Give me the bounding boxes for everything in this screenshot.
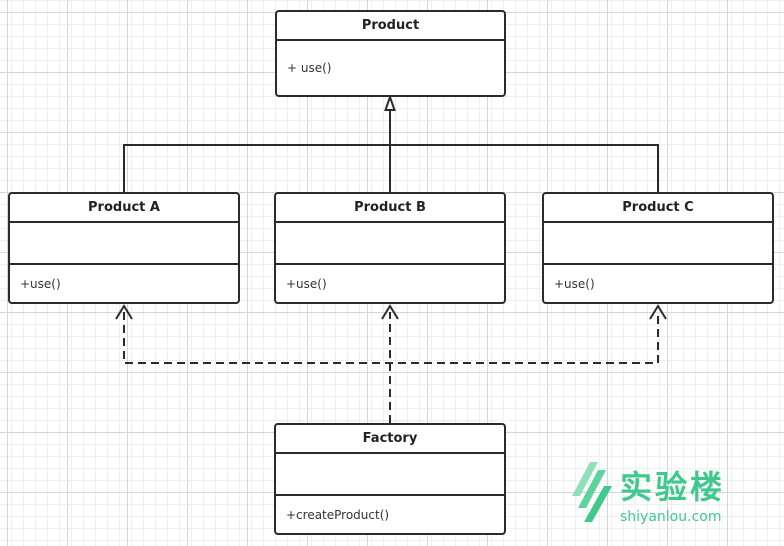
class-name: Factory (276, 425, 504, 454)
class-attributes (276, 223, 504, 265)
class-product-a[interactable]: Product A +use() (8, 192, 240, 304)
class-name: Product B (276, 194, 504, 223)
dependency-line (123, 312, 659, 423)
dependency-arrowhead-b (381, 304, 399, 320)
inheritance-arrowhead (384, 93, 396, 111)
class-name: Product C (544, 194, 772, 223)
inheritance-line (123, 110, 659, 192)
class-attributes (276, 454, 504, 496)
class-operation: +use() (286, 276, 327, 291)
class-product-b[interactable]: Product B +use() (274, 192, 506, 304)
class-name: Product (277, 12, 504, 41)
class-operation: +createProduct() (286, 507, 390, 522)
dependency-arrowhead-c (649, 304, 667, 320)
dependency-arrowhead-a (115, 304, 133, 320)
class-attributes (10, 223, 238, 265)
class-operation: + use() (287, 61, 332, 75)
class-factory[interactable]: Factory +createProduct() (274, 423, 506, 535)
shiyanlou-logo-icon (572, 462, 612, 522)
class-operation: +use() (554, 276, 595, 291)
class-operation: +use() (20, 276, 61, 291)
watermark-brand-cn: 实验楼 (620, 468, 726, 506)
watermark-brand-url: shiyanlou.com (620, 509, 722, 525)
watermark: 实验楼 shiyanlou.com (568, 460, 748, 530)
class-name: Product A (10, 194, 238, 223)
class-product[interactable]: Product + use() (275, 10, 506, 97)
class-product-c[interactable]: Product C +use() (542, 192, 774, 304)
class-attributes (544, 223, 772, 265)
